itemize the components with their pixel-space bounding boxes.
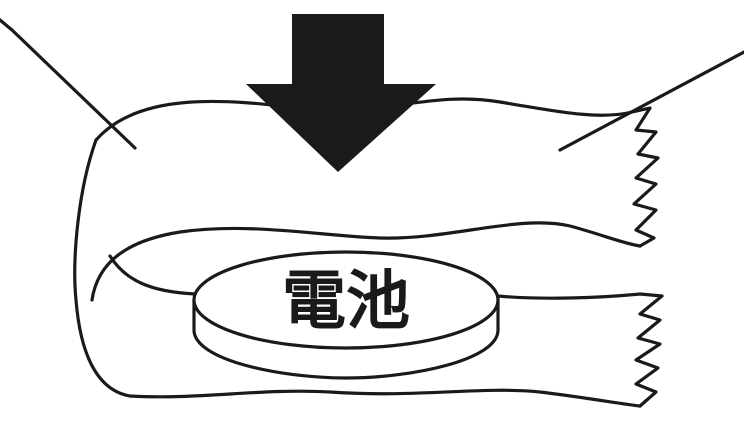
down-arrow-icon [246, 14, 436, 172]
tape-torn-edge-lower [634, 292, 664, 408]
leader-line-left [0, 18, 137, 150]
tape-upper-inner-edge [90, 221, 642, 302]
battery-label: 電池 [282, 265, 410, 339]
tape-left-fold [73, 138, 132, 398]
tape-lower-inner-edge [108, 254, 198, 296]
tape-bottom-edge [128, 388, 642, 408]
battery-top-face [192, 250, 500, 350]
tape-band [73, 97, 664, 408]
tape-lower-right-edge [496, 292, 642, 300]
coin-battery: 電池 [192, 250, 500, 380]
leader-line-right [558, 50, 744, 152]
tape-torn-edge-upper [630, 106, 660, 248]
